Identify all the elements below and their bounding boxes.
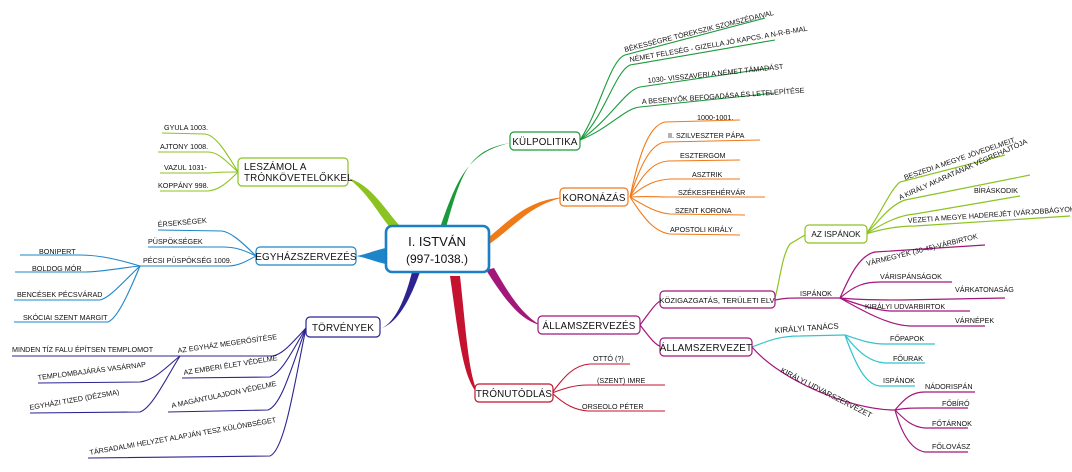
udvarszervezet-links: [751, 346, 975, 453]
ispanok-label: ISPÁNOK: [800, 289, 832, 298]
ispanok-sub-item: VÁRKATONASÁG: [955, 285, 1014, 294]
koronazas-labels: 1000-1001. II. SZILVESZTER PÁPA ESZTERGO…: [668, 113, 745, 234]
kiralyi-tanacs-item: ISPÁNOK: [883, 376, 915, 385]
kiralyi-tanacs-item: FŐPAPOK: [890, 334, 924, 343]
branch-kulpolitika: [440, 143, 510, 228]
pecsi-item: SKÓCIAI SZENT MARGIT: [23, 313, 108, 322]
torvenyek-egyhaz-item: EGYHÁZI TIZED (DÉZSMA): [29, 387, 120, 412]
pecsi-item: BENCÉSEK PÉCSVÁRAD: [17, 290, 102, 299]
egyhazszervezes-label: EGYHÁZSZERVEZÉS: [255, 252, 357, 263]
kulpolitika-label: KÜLPOLITIKA: [512, 137, 578, 148]
az-ispanok-item: BÍRÁSKODIK: [974, 186, 1018, 195]
leszamol-label: TRÓNKÖVETELŐKKEL: [244, 173, 353, 184]
torvenyek-item: TÁRSADALMI HELYZET ALAPJÁN TESZ KÜLÖNBSÉ…: [89, 415, 278, 457]
egyhaz-item: PÜSPÖKSÉGEK: [148, 237, 203, 246]
egyhazszervezes-labels: ÉRSEKSÉGEK PÜSPÖKSÉGEK PÉCSI PÜSPÖKSÉG 1…: [17, 216, 232, 322]
kiralyi-tanacs-links: [751, 334, 935, 387]
kozigazgatas-label: KÖZIGAZGATÁS, TERÜLETI ELV: [659, 296, 775, 305]
allamszervezes-node[interactable]: [537, 315, 641, 335]
kulpolitika-links: [579, 17, 776, 141]
leszamol-links: [158, 132, 239, 192]
pecsi-item: BOLDOG MÓR: [32, 264, 82, 273]
kulpolitika-item: A BESENYŐK BEFOGADÁSA ÉS LETELEPÍTÉSE: [642, 86, 805, 106]
koronazas-item: 1000-1001.: [697, 113, 733, 122]
udvarszervezet-label: KIRÁLYI UDVARSZERVEZET: [779, 366, 874, 420]
az-ispanok-links: [774, 154, 1071, 299]
center-node[interactable]: [384, 224, 491, 274]
kozigazgatas-node[interactable]: [659, 290, 776, 309]
ispanok-sub-item: VÁRMEGYÉK (30-45)-VÁRBIRTOK: [865, 231, 978, 267]
pecsi-item: BONIPERT: [39, 247, 76, 256]
torvenyek-egyhaz-item: MINDEN TÍZ FALU ÉPÍTSEN TEMPLOMOT: [12, 345, 154, 354]
kulpolitika-labels: BÉKESSÉGRE TÖREKSZIK SZOMSZÉDAIVAL NÉMET…: [623, 8, 808, 106]
torvenyek-item: AZ EGYHÁZ MEGERŐSÍTÉSE: [177, 332, 278, 355]
egyhazszervezes-node[interactable]: [255, 246, 357, 266]
torvenyek-egyhaz-item: TEMPLOMBAJÁRÁS VASÁRNAP: [37, 360, 146, 382]
leszamol-item: GYULA 1003.: [164, 123, 208, 132]
branch-torvenyek: [382, 272, 420, 328]
branch-egyhazszervezes: [356, 248, 386, 264]
leszamol-label: LESZÁMOL A: [244, 162, 307, 173]
allamszervezet-node[interactable]: [659, 337, 753, 357]
branch-allamszervezes: [486, 268, 540, 325]
torvenyek-label: TÖRVÉNYEK: [312, 323, 374, 334]
torvenyek-node[interactable]: [305, 316, 381, 338]
ispanok-sub-item: VÁRISPÁNSÁGOK: [880, 272, 942, 281]
udvarszervezet-item: FŐTÁRNOK: [932, 419, 972, 428]
ispanok-sub-item: VÁRNÉPEK: [955, 316, 994, 325]
koronazas-node[interactable]: [559, 187, 629, 207]
tronutodlas-node[interactable]: [474, 383, 554, 403]
kulpolitika-item: 1030- VISSZAVERI A NÉMET TÁMADÁST: [647, 62, 784, 85]
branch-leszamol: [348, 178, 400, 230]
tronutodlas-label: TRÓNUTÓDLÁS: [476, 389, 552, 400]
kiralyi-tanacs-label: KIRÁLYI TANÁCS: [775, 322, 840, 335]
kulpolitika-node[interactable]: [509, 131, 581, 151]
egyhazszervezes-links: [14, 229, 257, 323]
leszamol-labels: GYULA 1003. AJTONY 1008. VAZUL 1031- KOP…: [158, 123, 209, 190]
ispanok-sub-item: KIRÁLYI UDVARBIRTOK: [865, 302, 945, 311]
torvenyek-item: AZ EMBERI ÉLET VÉDELME: [183, 353, 278, 377]
allamszervezes-label: ÁLLAMSZERVEZÉS: [542, 321, 635, 332]
egyhaz-item: PÉCSI PÜSPÖKSÉG 1009.: [143, 256, 232, 265]
tronutodlas-labels: OTTÓ (?) (SZENT) IMRE ORSEOLO PÉTER: [582, 354, 646, 411]
az-ispanok-item: VEZETI A MEGYE HADEREJÉT (VÁRJOBBÁGYOK): [908, 204, 1072, 225]
tronutodlas-links: [551, 363, 665, 412]
az-ispanok-label: AZ ISPÁNOK: [811, 229, 861, 239]
torvenyek-labels: AZ EGYHÁZ MEGERŐSÍTÉSE AZ EMBERI ÉLET VÉ…: [12, 332, 278, 457]
leszamol-item: VAZUL 1031-: [164, 163, 207, 172]
koronazas-links: [629, 119, 765, 236]
center-title: I. ISTVÁN: [408, 234, 466, 249]
koronazas-item: SZENT KORONA: [675, 206, 732, 215]
tronutodlas-item: OTTÓ (?): [593, 354, 624, 363]
tronutodlas-item: (SZENT) IMRE: [597, 376, 646, 385]
koronazas-item: II. SZILVESZTER PÁPA: [668, 131, 745, 140]
az-ispanok-labels: BESZEDI A MEGYE JÖVEDELMEIT A KIRÁLY AKA…: [897, 135, 1072, 225]
udvarszervezet-item: NÁDORISPÁN: [925, 382, 973, 391]
torvenyek-links: [12, 327, 307, 459]
allamszervezet-label: ÁLLAMSZERVEZET: [660, 343, 752, 354]
leszamol-node[interactable]: [237, 157, 349, 187]
branch-tronutodlas: [450, 276, 478, 394]
leszamol-item: KOPPÁNY 998.: [158, 181, 209, 190]
egyhaz-item: ÉRSEKSÉGEK: [157, 216, 207, 229]
center-years: (997-1038.): [406, 252, 468, 266]
koronazas-label: KORONÁZÁS: [562, 193, 626, 204]
udvarszervezet-item: FŐLOVÁSZ: [932, 442, 971, 451]
allamszervezes-links: [639, 244, 1006, 348]
torvenyek-item: A MAGÁNTULAJDON VÉDELME: [171, 379, 278, 410]
main-branches: [348, 143, 565, 394]
tronutodlas-item: ORSEOLO PÉTER: [582, 402, 644, 411]
leszamol-item: AJTONY 1008.: [160, 142, 208, 151]
kiralyi-tanacs-labels: KIRÁLYI TANÁCS FŐPAPOK FŐURAK ISPÁNOK: [775, 322, 925, 385]
az-ispanok-node[interactable]: [804, 224, 868, 244]
branch-koronazas: [488, 197, 565, 245]
koronazas-item: SZÉKESFEHÉRVÁR: [678, 188, 745, 197]
udvarszervezet-item: FŐBÍRÓ: [942, 399, 970, 408]
koronazas-item: ESZTERGOM: [680, 151, 726, 160]
kiralyi-tanacs-item: FŐURAK: [893, 354, 923, 363]
koronazas-item: ASZTRIK: [692, 170, 723, 179]
koronazas-item: APOSTOLI KIRÁLY: [670, 225, 733, 234]
